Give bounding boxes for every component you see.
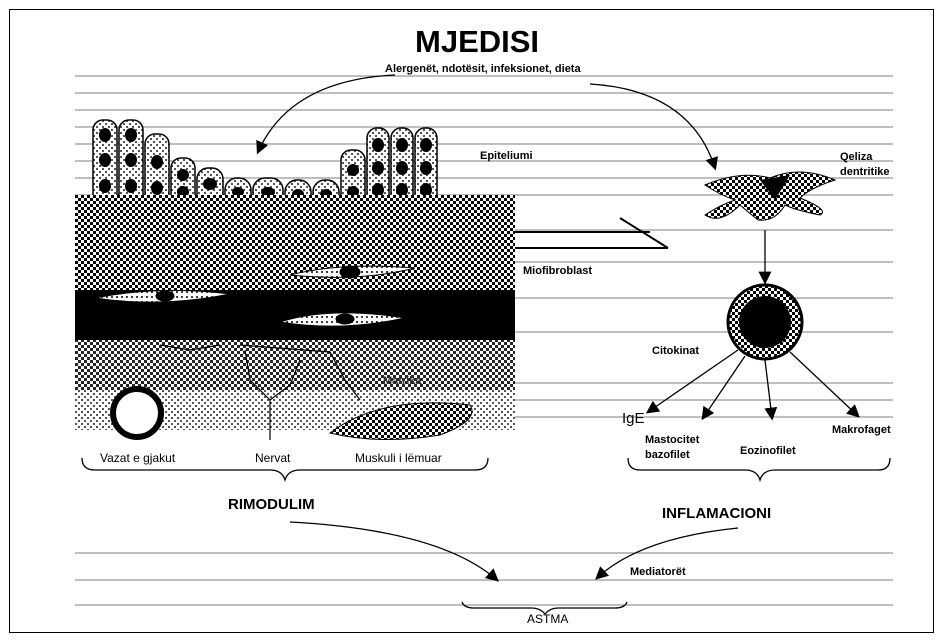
label-asthma: ASTMA: [527, 612, 568, 626]
label-ige: IgE: [622, 410, 645, 427]
label-nerves: Nervat: [255, 451, 290, 465]
label-myofibroblast: Miofibroblast: [523, 265, 592, 277]
label-mediators: Mediatorët: [630, 566, 686, 578]
label-cytokines: Citokinat: [652, 345, 699, 357]
label-mast-cells: Mastocitet bazofilet: [645, 433, 699, 463]
label-mast-cells-line2: bazofilet: [645, 448, 699, 463]
label-mast-cells-line1: Mastocitet: [645, 433, 699, 448]
label-smooth-muscle: Muskuli i lëmuar: [355, 451, 442, 465]
label-dendritic-cell: Qeliza dentritike: [840, 150, 900, 180]
label-matrix: Matrika: [383, 375, 422, 387]
label-eosinophils: Eozinofilet: [740, 445, 796, 457]
blood-vessel: [113, 389, 161, 437]
label-blood-vessels: Vazat e gjakut: [100, 451, 175, 465]
label-dendritic-cell-text: Qeliza dentritike: [840, 150, 900, 180]
title-mjedisi: MJEDISI: [415, 24, 539, 60]
label-environment-factors: Alergenët, ndotësit, infeksionet, dieta: [385, 63, 581, 75]
braces: [82, 458, 890, 614]
dendritic-cell: [705, 172, 835, 220]
label-epithelium: Epiteliumi: [480, 150, 533, 162]
label-inflammation: INFLAMACIONI: [662, 505, 771, 522]
label-macrophages: Makrofaget: [832, 424, 891, 436]
lymphocyte: [728, 285, 802, 359]
label-remodeling: RIMODULIM: [228, 496, 315, 513]
